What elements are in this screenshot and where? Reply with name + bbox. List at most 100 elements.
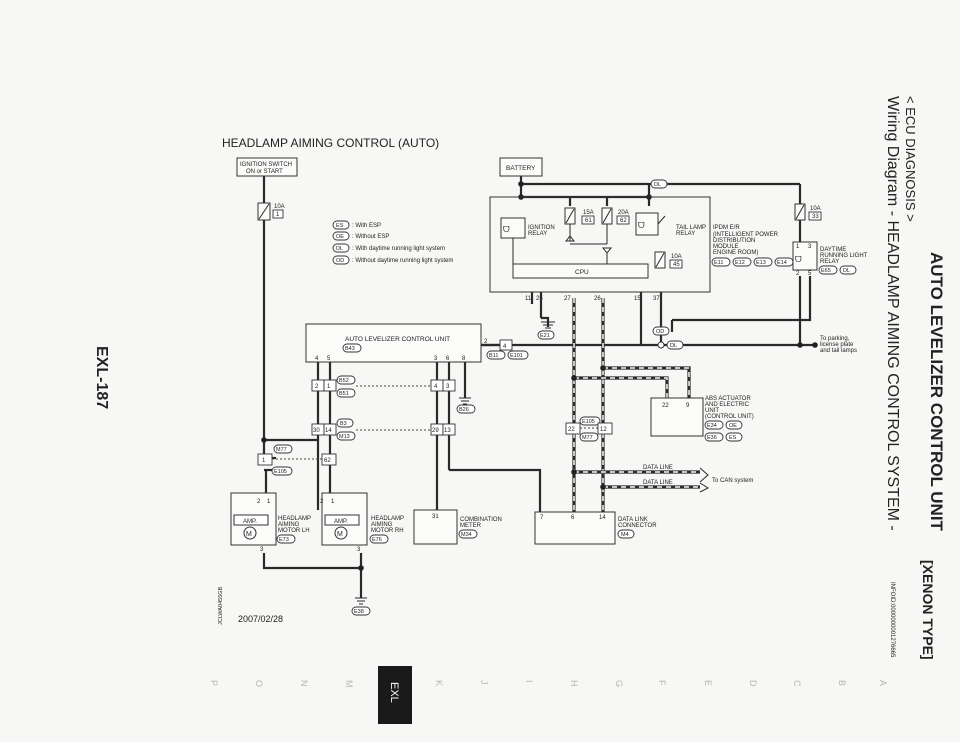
fuse-15a-label: 15A <box>583 210 594 216</box>
ground-e38: E38 <box>354 609 364 615</box>
legend-text-dl: : With daytime running light system <box>352 246 445 252</box>
index-letter-b[interactable]: B <box>837 680 847 686</box>
index-letter-k[interactable]: K <box>434 680 444 686</box>
rh-amp: AMP. <box>334 519 348 525</box>
lh-pin-1: 1 <box>267 499 271 505</box>
legend-text-oe: : Without ESP <box>352 234 389 240</box>
abs-label-3: UNIT <box>705 408 719 414</box>
legend-code-es: ES <box>336 223 344 229</box>
index-letter-a[interactable]: A <box>878 680 888 686</box>
conn-e34: E34 <box>707 423 717 429</box>
cpu-label: CPU <box>575 269 589 276</box>
drawing-id: JCLWA0455GB <box>218 586 224 625</box>
dlc-label-1: DATA LINK <box>618 517 648 523</box>
rh-label-1: HEADLAMP <box>371 516 404 522</box>
index-letter-h[interactable]: H <box>569 680 579 687</box>
ipdm-label-4: MODULE <box>713 244 739 250</box>
conn-b52: B52 <box>339 378 349 384</box>
conn-m77-left: M77 <box>276 447 287 453</box>
lh-label-2: AIMING <box>278 522 300 528</box>
b51-pin-2: 2 <box>315 384 319 390</box>
index-letter-c[interactable]: C <box>792 680 802 687</box>
conn-m4: M4 <box>621 532 629 538</box>
ignition-relay-label: IGNITION <box>528 225 555 231</box>
to-parking-label-1: To parking, <box>820 336 850 342</box>
index-letter-f[interactable]: F <box>657 680 667 686</box>
meter-pin-31: 31 <box>432 514 439 520</box>
conn-e105-left: E105 <box>274 469 287 475</box>
diagram-title: HEADLAMP AIMING CONTROL (AUTO) <box>222 136 439 150</box>
ipdm-label-2: (INTELLIGENT POWER <box>713 232 779 238</box>
conn-e101: E101 <box>510 353 523 359</box>
oval-es: ES <box>729 435 737 441</box>
index-letter-exl[interactable]: EXL <box>388 682 400 703</box>
index-letter-g[interactable]: G <box>614 680 624 687</box>
ipdm-pin-15: 15 <box>634 296 641 302</box>
dlc-label-2: CONNECTOR <box>618 523 657 529</box>
lh-amp: AMP. <box>243 519 257 525</box>
rh-label-2: AIMING <box>371 522 393 528</box>
oval-od: OD <box>656 329 664 335</box>
legend-code-oe: OE <box>336 234 344 240</box>
fuse-10a-label: 10A <box>274 204 285 210</box>
alcu-pin-5: 5 <box>327 356 331 362</box>
lh-label-1: HEADLAMP <box>278 516 311 522</box>
conn-e76: E76 <box>372 537 382 543</box>
ipdm-pin-37: 37 <box>653 296 660 302</box>
index-letter-o[interactable]: O <box>254 680 264 687</box>
index-letter-n[interactable]: N <box>299 680 309 687</box>
index-tab-exl-active[interactable] <box>378 666 412 724</box>
data-line-label-2: DATA LINE <box>643 480 673 486</box>
alcu-pin-6: 6 <box>446 356 450 362</box>
cpu-box <box>512 263 649 279</box>
conn-e14: E14 <box>777 260 787 266</box>
fuse-33-label: 33 <box>812 214 819 220</box>
ignition-relay-sub: RELAY <box>528 231 547 237</box>
alcu-pin-8: 8 <box>462 356 466 362</box>
drl-pin-5: 5 <box>808 271 812 277</box>
ipdm-pin-25: 25 <box>536 296 543 302</box>
can-lines <box>572 298 700 512</box>
fuse-45-label: 45 <box>673 262 680 268</box>
tail-lamp-relay-sub: RELAY <box>676 231 695 237</box>
index-letter-m[interactable]: M <box>344 680 354 688</box>
index-letter-e[interactable]: E <box>703 680 713 686</box>
legend: ES : With ESP OE : Without ESP DL : With… <box>332 220 453 265</box>
drl-pin-1: 1 <box>796 244 800 250</box>
ignition-switch-sub: ON or START <box>246 169 283 175</box>
index-letter-j[interactable]: J <box>479 680 489 685</box>
abs-label-2: AND ELECTRIC <box>705 402 750 408</box>
abs-actuator-unit <box>650 397 704 437</box>
alcu-pin-2: 2 <box>484 339 488 345</box>
ignition-switch-label: IGNITION SWITCH <box>240 162 292 168</box>
oval-dl-mid: DL <box>670 343 677 349</box>
data-link-connector <box>534 511 616 545</box>
daytime-running-light-relay <box>792 241 818 271</box>
conn-b43: B43 <box>345 346 355 352</box>
index-letter-i[interactable]: I <box>524 680 534 683</box>
dlc-pin-7: 7 <box>540 515 544 521</box>
to-parking-label-3: and tail lamps <box>820 348 857 354</box>
drl-pin-3: 3 <box>808 244 812 250</box>
fuse-61-label: 61 <box>585 218 592 224</box>
ground-e21: E21 <box>540 333 550 339</box>
e105-pin-1: 1 <box>262 458 266 464</box>
conn-e12: E12 <box>735 260 745 266</box>
conn-e73: E73 <box>279 537 289 543</box>
drl-label-2: RUNNING LIGHT <box>820 253 868 259</box>
ipdm-pin-27: 27 <box>564 296 571 302</box>
fuse-10a-45-label: 10A <box>671 254 682 260</box>
legend-text-od: : Without daytime running light system <box>352 258 453 264</box>
b51-pin-1: 1 <box>327 384 331 390</box>
svg-text:ᗜ: ᗜ <box>503 225 510 234</box>
legend-text-es: : With ESP <box>352 223 381 229</box>
oval-dl-top: DL <box>654 182 661 188</box>
fuse-62-label: 62 <box>620 218 627 224</box>
battery-label: BATTERY <box>506 165 536 172</box>
index-letter-p[interactable]: P <box>209 680 219 686</box>
e105-pin-22: 22 <box>568 427 575 433</box>
conn-e13: E13 <box>756 260 766 266</box>
index-letter-d[interactable]: D <box>748 680 758 687</box>
